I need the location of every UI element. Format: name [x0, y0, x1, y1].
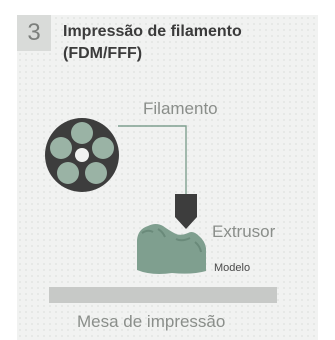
title-line-2: (FDM/FFF)	[63, 45, 143, 62]
printed-model-shape	[137, 224, 206, 274]
process-card	[17, 15, 318, 340]
filament-line	[118, 125, 187, 194]
section-title: Impressão de filamento (FDM/FFF)	[63, 21, 308, 65]
filament-label: Filamento	[143, 99, 218, 118]
model-label: Modelo	[214, 262, 251, 274]
extruder-label: Extrusor	[212, 222, 276, 241]
extruder-icon	[175, 194, 197, 229]
build-plate	[49, 287, 277, 303]
title-line-1: Impressão de filamento	[63, 23, 242, 40]
filament-spool-icon	[45, 118, 119, 192]
step-number-badge: 3	[17, 15, 51, 51]
build-plate-label: Mesa de impressão	[77, 312, 226, 331]
